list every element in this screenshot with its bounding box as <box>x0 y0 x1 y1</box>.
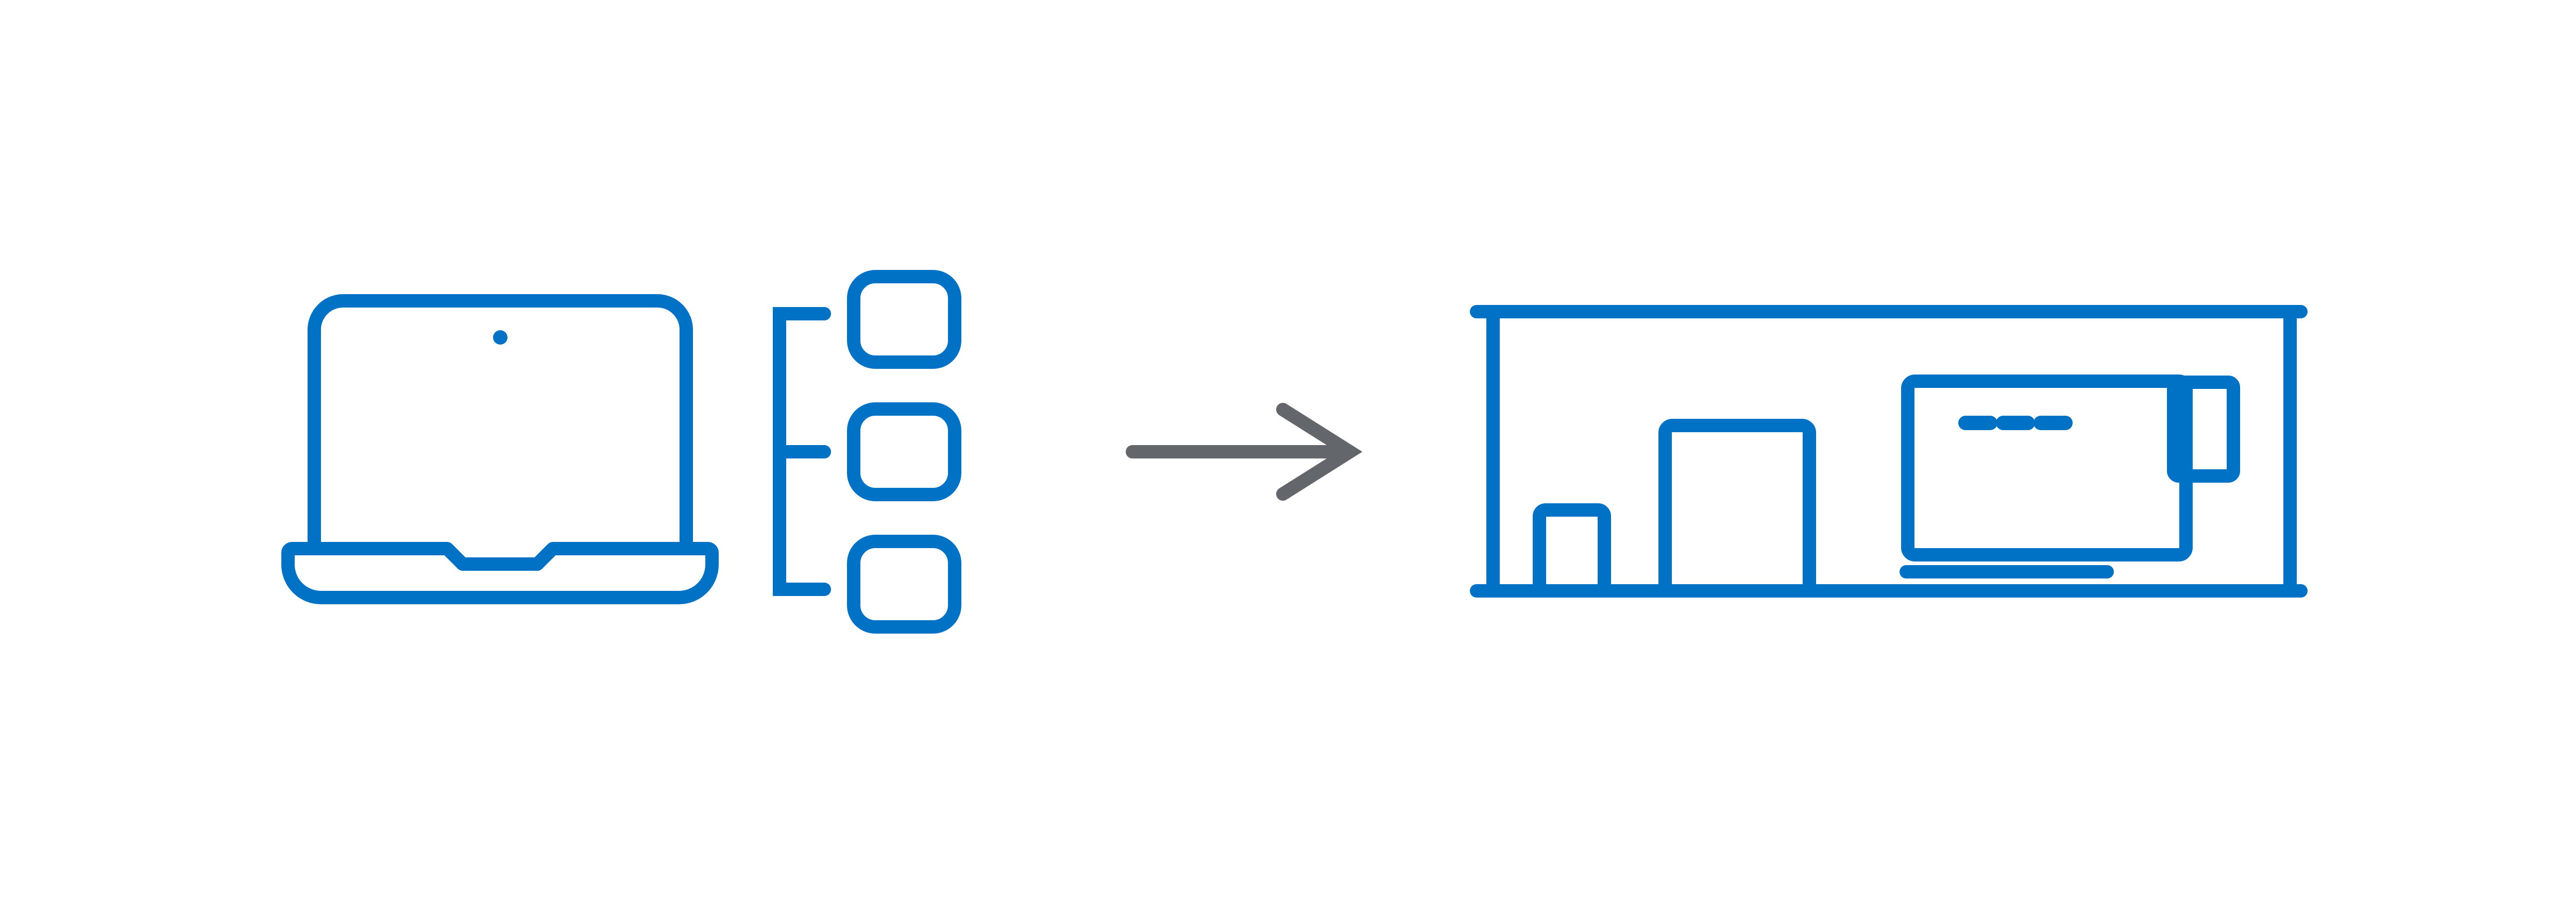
hierarchy-tree-icon <box>773 270 961 634</box>
laptop-screen-frame <box>308 294 693 546</box>
hierarchy-node-box-3 <box>847 535 961 634</box>
laptop-base-tray <box>281 542 719 604</box>
datacenter-server-rack <box>1901 375 2193 561</box>
hierarchy-node-box-2 <box>847 402 961 501</box>
hierarchy-node-box-1 <box>847 270 961 369</box>
laptop-camera-dot <box>493 330 507 345</box>
right-arrow-icon <box>1126 403 1363 501</box>
datacenter-side-unit <box>2167 376 2240 483</box>
datacenter-short-cabinet <box>1533 503 1611 591</box>
datacenter-tall-cabinet <box>1658 419 1816 591</box>
laptop-icon <box>281 294 719 604</box>
datacenter-building-icon <box>1470 305 2308 598</box>
arrow-head <box>1276 403 1363 501</box>
